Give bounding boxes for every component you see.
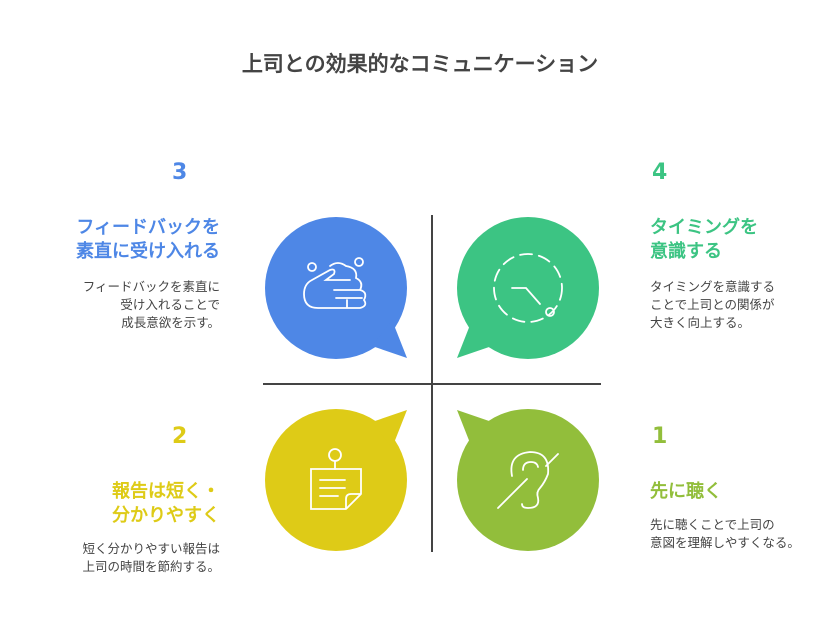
step-heading-1: 先に聴く bbox=[650, 480, 722, 504]
heading-line: フィードバックを bbox=[76, 217, 220, 238]
step-description-1: 先に聴くことで上司の意図を理解しやすくなる。 bbox=[650, 516, 800, 552]
heading-line: 報告は短く・ bbox=[112, 481, 220, 502]
desc-line: 先に聴くことで上司の bbox=[650, 517, 775, 532]
heading-line: タイミングを bbox=[650, 217, 758, 238]
step-number-3: 3 bbox=[172, 160, 188, 185]
step-heading-2: 報告は短く・分かりやすく bbox=[112, 480, 220, 528]
desc-line: 短く分かりやすい報告は bbox=[82, 541, 220, 556]
step-description-3: フィードバックを素直に受け入れることで成長意欲を示す。 bbox=[83, 278, 220, 332]
desc-line: 受け入れることで bbox=[120, 297, 220, 312]
desc-line: フィードバックを素直に bbox=[82, 279, 220, 294]
step-description-4: タイミングを意識することで上司との関係が大きく向上する。 bbox=[650, 278, 775, 332]
page-title: 上司との効果的なコミュニケーション bbox=[241, 52, 599, 76]
step-number-4: 4 bbox=[652, 160, 668, 185]
step-heading-3: フィードバックを素直に受け入れる bbox=[76, 216, 220, 264]
desc-line: タイミングを意識する bbox=[650, 279, 776, 294]
heading-line: 素直に受け入れる bbox=[76, 241, 220, 262]
step-description-2: 短く分かりやすい報告は上司の時間を節約する。 bbox=[82, 540, 220, 576]
hand-washing-icon bbox=[303, 257, 367, 309]
ear-icon bbox=[497, 451, 559, 509]
bubble-green bbox=[457, 217, 599, 359]
desc-line: 成長意欲を示す。 bbox=[121, 315, 220, 330]
step-heading-4: タイミングを意識する bbox=[650, 216, 758, 264]
step-number-1: 1 bbox=[652, 424, 668, 449]
desc-line: ことで上司との関係が bbox=[650, 297, 775, 312]
heading-line: 分かりやすく bbox=[112, 505, 220, 526]
heading-line: 先に聴く bbox=[650, 481, 722, 502]
bubble-lime bbox=[457, 409, 599, 551]
heading-line: 意識する bbox=[650, 241, 722, 262]
step-number-2: 2 bbox=[172, 424, 188, 449]
clock-icon bbox=[493, 253, 563, 323]
bubble-blue bbox=[265, 217, 407, 359]
desc-line: 大きく向上する。 bbox=[650, 315, 751, 330]
desc-line: 意図を理解しやすくなる。 bbox=[650, 535, 800, 550]
sticky-note-icon bbox=[310, 448, 362, 510]
desc-line: 上司の時間を節約する。 bbox=[82, 559, 220, 574]
